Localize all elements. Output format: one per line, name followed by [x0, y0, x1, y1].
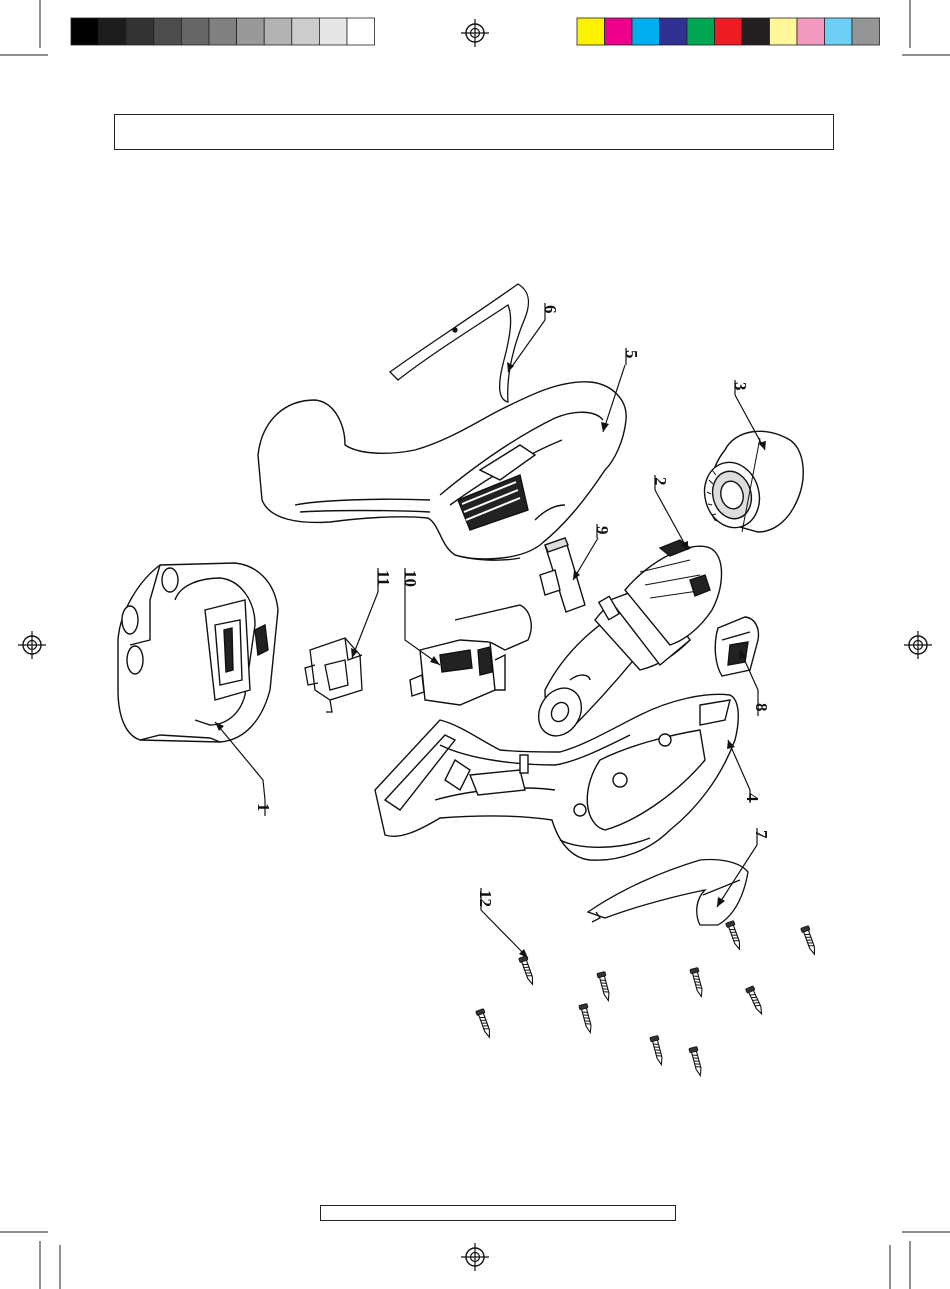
screw-icon: [689, 1046, 705, 1076]
screw-icon: [690, 967, 706, 997]
part-10-trigger-switch: [410, 605, 531, 705]
calibration-swatch: [237, 18, 265, 45]
header-title-box: [114, 114, 834, 150]
calibration-swatch: [347, 18, 375, 45]
calibration-swatch: [154, 18, 182, 45]
calibration-swatch: [797, 18, 825, 45]
part-6-trim-strip: [390, 284, 529, 402]
calibration-swatch: [99, 18, 127, 45]
footer-box: [320, 1205, 676, 1221]
part-3-chuck: [697, 431, 803, 534]
part-8-direction-button: [715, 617, 758, 676]
calibration-swatch: [264, 18, 292, 45]
calibration-swatch: [742, 18, 770, 45]
registration-target-icon: [461, 19, 489, 47]
calibration-swatch: [209, 18, 237, 45]
calibration-swatch: [660, 18, 688, 45]
calibration-swatch: [577, 18, 605, 45]
calibration-swatch: [715, 18, 743, 45]
callout-8: 8: [752, 703, 771, 712]
calibration-swatch: [825, 18, 853, 45]
callout-6: 6: [541, 305, 560, 314]
screw-icon: [801, 926, 819, 956]
calibration-swatch: [71, 18, 99, 45]
part-7-trim-strip: [588, 860, 748, 926]
calibration-swatch: [605, 18, 633, 45]
calibration-swatch: [770, 18, 798, 45]
part-1-battery-pack: [118, 563, 278, 742]
callout-4: 4: [743, 793, 762, 802]
calibration-swatch: [632, 18, 660, 45]
part-5-right-housing: [258, 382, 626, 560]
screw-icon: [650, 1035, 666, 1065]
callout-5: 5: [622, 350, 641, 359]
calibration-swatch: [181, 18, 209, 45]
screw-icon: [745, 986, 765, 1016]
part-12-screws: [476, 921, 819, 1077]
screw-icon: [519, 956, 537, 986]
registration-target-icon: [904, 631, 932, 659]
callout-7: 7: [752, 830, 771, 839]
color-calibration-bar: [577, 18, 880, 45]
callout-11: 11: [374, 570, 393, 586]
calibration-swatch: [852, 18, 880, 45]
callout-1: 1: [254, 803, 273, 812]
screw-icon: [579, 1003, 595, 1033]
registration-target-icon: [18, 631, 46, 659]
callout-2: 2: [651, 477, 670, 486]
screw-icon: [597, 971, 613, 1001]
screw-icon: [726, 921, 744, 951]
callout-10: 10: [401, 570, 420, 587]
calibration-swatch: [319, 18, 347, 45]
calibration-swatch: [126, 18, 154, 45]
grayscale-calibration-bar: [71, 18, 375, 45]
screw-icon: [476, 1009, 494, 1039]
calibration-swatch: [292, 18, 320, 45]
calibration-swatch: [687, 18, 715, 45]
callout-12: 12: [476, 890, 495, 907]
callout-9: 9: [593, 526, 612, 535]
callout-3: 3: [731, 382, 750, 391]
registration-target-icon: [461, 1243, 489, 1271]
